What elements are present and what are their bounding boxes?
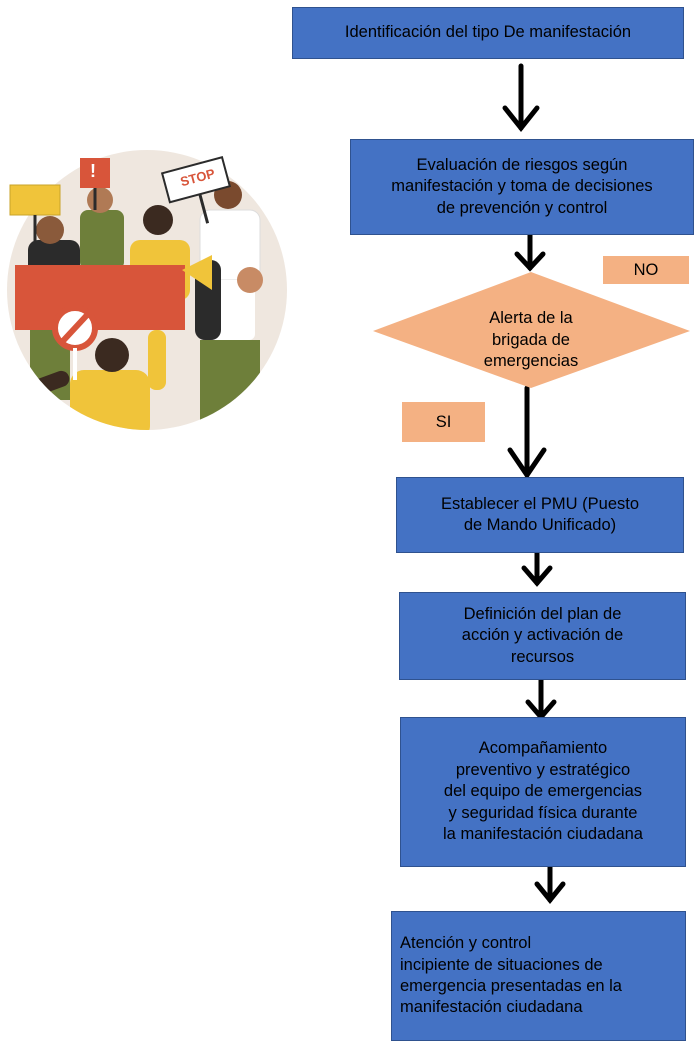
si-label-text: SI <box>435 412 452 431</box>
step-identificacion: Identificación del tipo De manifestación <box>292 7 684 59</box>
step-plan-accion-text: Definición del plan de acción y activaci… <box>461 604 624 666</box>
decision-label: Alerta de la brigada de emergencias <box>441 287 621 373</box>
decision-text: Alerta de la brigada de emergencias <box>483 309 579 371</box>
step-atencion-text: Atención y control incipiente de situaci… <box>400 934 622 1017</box>
si-label: SI <box>402 402 485 442</box>
step-identificacion-text: Identificación del tipo De manifestación <box>344 23 632 42</box>
step-acompanamiento: Acompañamiento preventivo y estratégico … <box>400 717 686 867</box>
no-label-text: NO <box>633 260 659 279</box>
decision-diamond <box>373 272 690 388</box>
step-pmu: Establecer el PMU (Puesto de Mando Unifi… <box>396 477 684 553</box>
step-atencion: Atención y control incipiente de situaci… <box>391 911 686 1041</box>
no-label: NO <box>603 256 689 284</box>
step-plan-accion: Definición del plan de acción y activaci… <box>399 592 686 680</box>
alert-sign-text: ! <box>90 161 96 181</box>
step-evaluacion-text: Evaluación de riesgos según manifestació… <box>391 155 653 217</box>
step-acompanamiento-text: Acompañamiento preventivo y estratégico … <box>443 739 643 844</box>
step-pmu-text: Establecer el PMU (Puesto de Mando Unifi… <box>440 494 640 534</box>
step-evaluacion: Evaluación de riesgos según manifestació… <box>350 139 694 235</box>
